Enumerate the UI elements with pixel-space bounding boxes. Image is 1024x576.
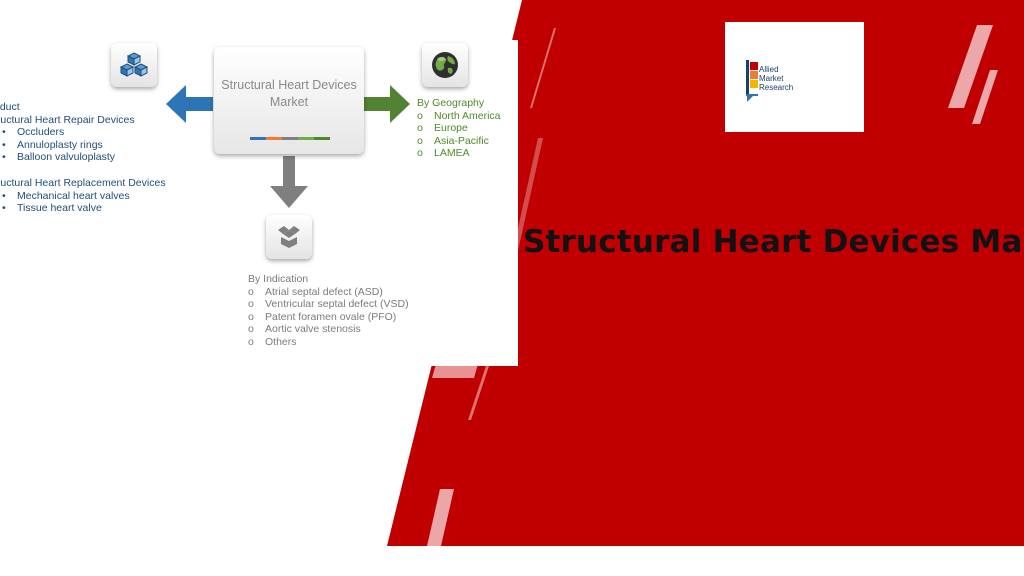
logo-line2: Market bbox=[759, 74, 784, 83]
white-stripe-right-1 bbox=[948, 25, 993, 108]
center-color-bar bbox=[250, 137, 330, 140]
product-group1-title: tructural Heart Repair Devices bbox=[0, 113, 135, 126]
arrows-layer bbox=[166, 85, 410, 208]
geography-icon-box bbox=[422, 43, 468, 87]
list-item: •Mechanical heart valves bbox=[2, 189, 130, 202]
product-icon-box bbox=[111, 43, 157, 87]
list-item: •Tissue heart valve bbox=[2, 202, 102, 215]
logo-line1: Allied bbox=[759, 65, 779, 74]
list-item: •Annuloplasty rings bbox=[2, 138, 103, 151]
logo-mark-icon bbox=[746, 60, 758, 102]
arrow-right bbox=[364, 85, 410, 123]
allied-market-research-logo: Allied Market Research bbox=[725, 22, 864, 132]
arrow-down bbox=[270, 156, 308, 208]
product-heading: oduct bbox=[0, 101, 20, 113]
list-item: •Occluders bbox=[2, 126, 65, 139]
slide-title: Structural Heart Devices Mar bbox=[523, 224, 1024, 260]
center-title-line1: Structural Heart Devices bbox=[221, 78, 357, 92]
indication-heading: By Indication bbox=[248, 273, 309, 285]
market-center-box: Structural Heart Devices Market bbox=[214, 47, 364, 154]
center-title-line2: Market bbox=[269, 95, 309, 109]
list-item: •Balloon valvuloplasty bbox=[2, 151, 116, 164]
white-stripe-right-2 bbox=[972, 70, 998, 124]
indication-icon-box bbox=[266, 215, 312, 259]
faint-stripe-top bbox=[530, 28, 556, 108]
infographic-panel: Structural Heart Devices Market bbox=[0, 40, 518, 366]
arrow-left bbox=[166, 85, 213, 123]
logo-text: Allied Market Research bbox=[759, 65, 793, 92]
cubes-icon bbox=[119, 52, 149, 77]
geography-heading: By Geography bbox=[417, 97, 485, 109]
product-group2-title: tructural Heart Replacement Devices bbox=[0, 176, 166, 189]
white-stripe-bottom bbox=[427, 489, 454, 546]
open-box-icon bbox=[278, 226, 300, 248]
red-slanted-panel bbox=[387, 0, 1024, 546]
logo-line3: Research bbox=[759, 83, 794, 92]
pink-stripe-under-panel bbox=[432, 364, 478, 378]
globe-icon bbox=[432, 52, 458, 78]
faint-stripe-low bbox=[468, 366, 489, 420]
product-segment-list: oduct tructural Heart Repair Devices •Oc… bbox=[0, 101, 166, 215]
